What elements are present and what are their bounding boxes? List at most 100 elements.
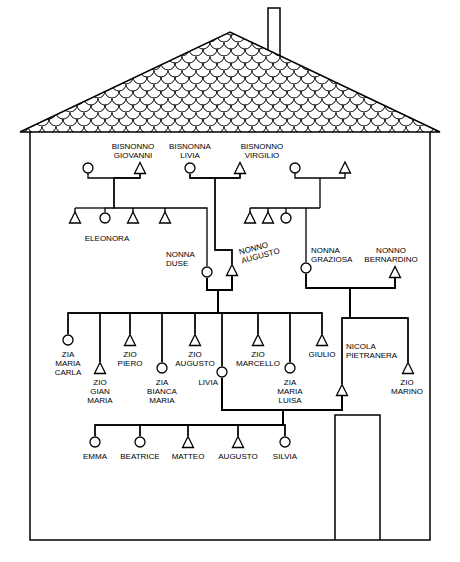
door bbox=[335, 415, 380, 540]
female-symbol bbox=[301, 263, 311, 273]
female-symbol bbox=[99, 212, 111, 224]
person-name: NONNA GRAZIOSA bbox=[311, 246, 357, 264]
family-line bbox=[218, 276, 258, 334]
family-line bbox=[306, 274, 395, 288]
person-node: ELEONORA bbox=[99, 212, 111, 224]
male-symbol bbox=[316, 334, 328, 346]
person-name: ZIA BIANCA MARIA bbox=[144, 378, 180, 405]
family-line bbox=[100, 276, 232, 362]
person-name: BISNONNO VIRGILIO bbox=[234, 142, 290, 160]
person-node: NONNO BERNARDINO bbox=[389, 266, 401, 278]
male-symbol bbox=[337, 385, 348, 396]
unnamed-person bbox=[128, 212, 139, 223]
person-node: ZIO MARCELLO bbox=[252, 334, 264, 346]
person-node: ZIO GIAN MARIA bbox=[94, 362, 106, 374]
person-name: NONNO BERNARDINO bbox=[360, 246, 422, 264]
male-symbol bbox=[390, 267, 401, 278]
family-line bbox=[222, 378, 342, 410]
person-node: ZIA BIANCA MARIA bbox=[156, 362, 168, 374]
person-name: SILVIA bbox=[260, 452, 310, 461]
person-node: ZIO PIERO bbox=[124, 334, 136, 346]
family-line bbox=[218, 276, 290, 362]
unnamed-person bbox=[263, 212, 274, 223]
person-name: ZIA MARIA CARLA bbox=[50, 350, 86, 377]
female-symbol bbox=[184, 162, 196, 174]
male-symbol bbox=[234, 162, 246, 174]
male-symbol bbox=[124, 334, 136, 346]
unnamed-person bbox=[83, 163, 93, 173]
person-node: LIVIA bbox=[216, 366, 228, 378]
person-name: BEATRICE bbox=[115, 452, 165, 461]
person-name: BISNONNA LIVIA bbox=[166, 142, 214, 160]
family-line bbox=[130, 278, 218, 334]
person-name: NONNA DUSE bbox=[166, 250, 202, 268]
family-line bbox=[222, 378, 285, 436]
unnamed-person bbox=[290, 163, 300, 173]
female-symbol bbox=[134, 436, 146, 448]
male-symbol bbox=[253, 335, 264, 346]
male-symbol bbox=[189, 334, 201, 346]
family-line bbox=[95, 396, 342, 436]
female-symbol bbox=[201, 266, 213, 278]
female-symbol bbox=[135, 437, 145, 447]
person-name: ELEONORA bbox=[82, 234, 132, 243]
family-line bbox=[207, 276, 232, 290]
male-symbol bbox=[183, 437, 194, 448]
person-name: NICOLA PIETRANERA bbox=[346, 342, 400, 360]
person-node: GIULIO bbox=[316, 334, 328, 346]
person-node: BISNONNA LIVIA bbox=[184, 162, 196, 174]
house-wall bbox=[30, 132, 430, 540]
person-node: EMMA bbox=[89, 436, 101, 448]
person-node: NONNA DUSE bbox=[201, 266, 213, 278]
family-line bbox=[207, 278, 222, 366]
person-node: ZIO AUGUSTO bbox=[189, 334, 201, 346]
family-line bbox=[75, 207, 105, 208]
male-symbol bbox=[227, 265, 238, 276]
person-name: ZIO PIERO bbox=[112, 350, 148, 368]
male-symbol bbox=[252, 334, 264, 346]
male-symbol bbox=[317, 335, 328, 346]
male-symbol bbox=[403, 363, 414, 374]
person-name: ZIO MARINO bbox=[388, 378, 426, 396]
person-name: EMMA bbox=[70, 452, 120, 461]
person-node: NONNA GRAZIOSA bbox=[300, 262, 312, 274]
person-name: NONNO AUGUSTO bbox=[238, 237, 285, 266]
female-symbol bbox=[280, 437, 290, 447]
family-line bbox=[306, 274, 350, 384]
male-symbol bbox=[232, 436, 244, 448]
female-symbol bbox=[185, 163, 195, 173]
person-name: LIVIA bbox=[194, 378, 218, 387]
female-symbol bbox=[216, 366, 228, 378]
male-symbol bbox=[233, 437, 244, 448]
family-line bbox=[222, 378, 283, 436]
female-symbol bbox=[217, 367, 227, 377]
male-symbol bbox=[94, 362, 106, 374]
person-name: GIULIO bbox=[306, 350, 338, 359]
family-line bbox=[68, 276, 232, 334]
person-name: MATTEO bbox=[163, 452, 213, 461]
person-node: ZIO MARINO bbox=[402, 362, 414, 374]
unnamed-person bbox=[70, 212, 81, 223]
person-node: ZIA MARIA CARLA bbox=[62, 334, 74, 346]
family-line bbox=[105, 174, 140, 212]
male-symbol bbox=[135, 163, 146, 174]
person-node: BISNONNO GIOVANNI bbox=[134, 162, 146, 174]
male-symbol bbox=[125, 335, 136, 346]
female-symbol bbox=[157, 363, 167, 373]
person-node: AUGUSTO bbox=[232, 436, 244, 448]
female-symbol bbox=[279, 436, 291, 448]
person-node: ZIA MARIA LUISA bbox=[284, 362, 296, 374]
person-name: AUGUSTO bbox=[213, 452, 263, 461]
unnamed-person bbox=[281, 213, 291, 223]
unnamed-person bbox=[340, 162, 351, 173]
family-line bbox=[188, 378, 283, 436]
male-symbol bbox=[389, 266, 401, 278]
unnamed-person bbox=[245, 212, 256, 223]
female-symbol bbox=[300, 262, 312, 274]
person-name: ZIA MARIA LUISA bbox=[272, 378, 308, 405]
person-node: BEATRICE bbox=[134, 436, 146, 448]
male-symbol bbox=[134, 162, 146, 174]
